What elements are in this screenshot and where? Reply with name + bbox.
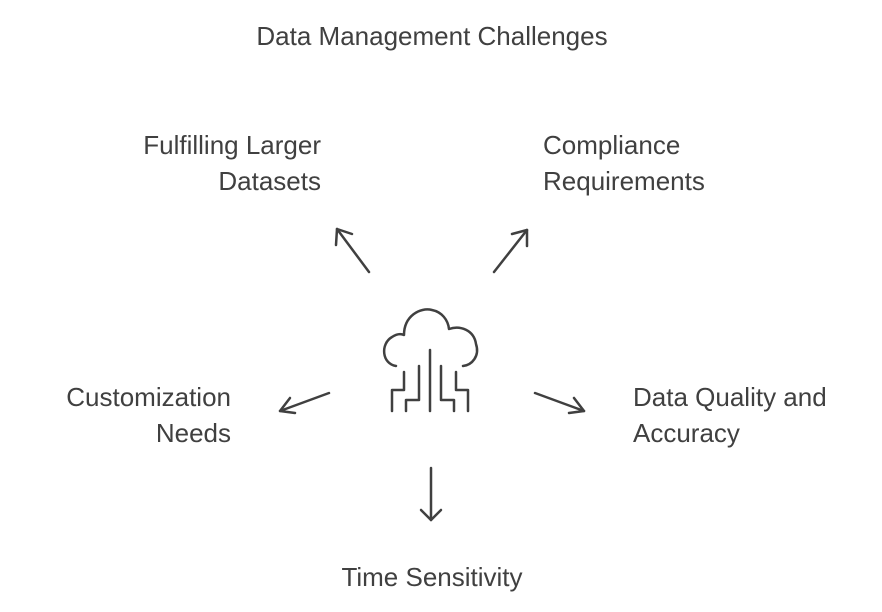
item-label-line1: Time Sensitivity (341, 562, 523, 592)
diagram-title: Data Management Challenges (256, 21, 608, 51)
arrow-to-customization-needs (278, 391, 331, 415)
cloud-circuit-icon (383, 308, 479, 413)
arrow-to-time-sensitivity (419, 466, 443, 522)
item-time-sensitivity: Time Sensitivity (282, 559, 582, 595)
item-label-line1: Compliance (543, 130, 681, 160)
arrow-to-fulfilling-larger-datasets (334, 227, 371, 274)
item-fulfilling-larger-datasets: Fulfilling Larger Datasets (143, 127, 321, 199)
item-data-quality-accuracy: Data Quality and Accuracy (633, 379, 827, 451)
arrow-to-data-quality-accuracy (533, 391, 586, 415)
item-customization-needs: Customization Needs (66, 379, 231, 451)
item-label-line2: Needs (155, 418, 231, 448)
arrow-to-compliance-requirements (492, 228, 529, 274)
item-compliance-requirements: Compliance Requirements (543, 127, 705, 199)
item-label-line2: Datasets (218, 166, 321, 196)
item-label-line1: Customization (66, 382, 231, 412)
item-label-line1: Data Quality and (633, 382, 827, 412)
item-label-line2: Requirements (543, 166, 705, 196)
item-label-line1: Fulfilling Larger (143, 130, 321, 160)
item-label-line2: Accuracy (633, 418, 740, 448)
